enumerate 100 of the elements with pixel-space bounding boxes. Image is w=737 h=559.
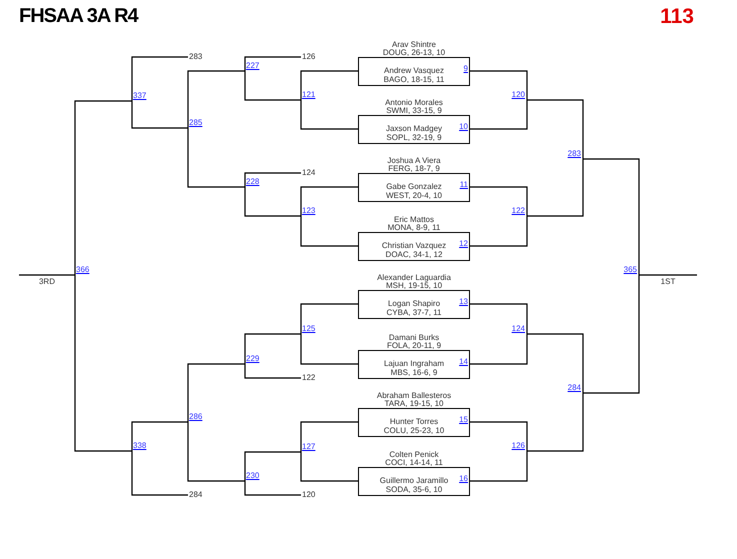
- bracket-line: [300, 452, 358, 482]
- team-record: SWMI, 33-15, 9: [386, 106, 442, 115]
- bracket-line: [74, 100, 132, 275]
- bracket-line: [244, 481, 301, 496]
- team-record: CYBA, 37-7, 11: [386, 308, 442, 317]
- bracket-line: [131, 101, 188, 129]
- wrestler-name: Antonio Morales: [385, 98, 443, 107]
- bracket-line: [244, 364, 301, 379]
- team-record: FOLA, 20-11, 9: [386, 341, 442, 350]
- wrestler-name: Gabe Gonzalez: [386, 182, 442, 191]
- bout-number: 228: [246, 177, 260, 186]
- bout-number: 126: [512, 441, 525, 450]
- bout-number: 125: [302, 324, 316, 333]
- wrestler-name: Abraham Ballesteros: [376, 391, 452, 400]
- bout-number: 230: [246, 471, 260, 480]
- bracket-line: [470, 70, 528, 100]
- bout-number: 284: [568, 383, 581, 392]
- bracket-line: [244, 172, 301, 187]
- wrestler-name: Logan Shapiro: [388, 299, 440, 308]
- team-record: TARA, 19-15, 10: [384, 399, 444, 408]
- bracket-line: [300, 334, 358, 365]
- wrestler-name: Jaxson Madgey: [386, 124, 442, 133]
- bout-number: 366: [76, 265, 90, 274]
- wrestler-name: Guillermo Jaramillo: [380, 476, 448, 485]
- bout-number: 11: [460, 180, 468, 189]
- bracket-line: [470, 216, 528, 247]
- bracket-line: [244, 71, 301, 101]
- bout-number: 14: [459, 357, 468, 366]
- wrestler-name: Joshua A Viera: [387, 156, 441, 165]
- bracket-line: [300, 303, 358, 334]
- wrestler-name: Hunter Torres: [390, 417, 438, 426]
- wrestler-name: Lajuan Ingraham: [384, 359, 444, 368]
- bracket-line: [527, 99, 584, 159]
- bracket-line: [300, 216, 358, 247]
- wrestler-name: Arav Shintre: [392, 40, 436, 49]
- bracket-line: [470, 451, 528, 482]
- bracket-line: [18, 274, 75, 276]
- bout-number: 121: [302, 90, 316, 99]
- bracket-line: [470, 334, 528, 365]
- team-record: COLU, 25-23, 10: [384, 426, 444, 435]
- bout-number: 338: [133, 441, 146, 450]
- bout-number: 285: [189, 118, 202, 127]
- wrestler-name: Colten Penick: [389, 450, 439, 459]
- source-bout-number: 284: [189, 490, 202, 499]
- bracket-line: [300, 421, 358, 452]
- team-record: MBS, 16-6, 9: [390, 368, 438, 377]
- source-bout-number: 122: [302, 373, 316, 382]
- team-record: SOPL, 32-19, 9: [386, 133, 442, 142]
- bracket-line: [470, 100, 528, 130]
- bracket-line: [187, 128, 245, 188]
- team-record: COCI, 14-14, 11: [385, 458, 443, 467]
- source-bout-number: 126: [302, 52, 316, 61]
- team-record: FERG, 18-7, 9: [388, 164, 440, 173]
- wrestler-name: Andrew Vasquez: [384, 66, 444, 75]
- team-record: SODA, 35-6, 10: [386, 485, 442, 494]
- wrestler-name: Christian Vazquez: [382, 241, 446, 250]
- bracket-line: [300, 70, 358, 100]
- bracket-line: [583, 158, 640, 275]
- bracket-line: [131, 421, 188, 451]
- bracket-line: [527, 159, 584, 217]
- bracket-line: [187, 363, 245, 422]
- bracket-line: [470, 303, 528, 334]
- bracket-line: [244, 333, 301, 364]
- bracket-title: FHSAA 3A R4: [19, 5, 138, 28]
- team-record: MONA, 8-9, 11: [388, 223, 440, 232]
- bout-number: 124: [512, 324, 525, 333]
- bracket-line: [470, 421, 528, 451]
- bracket-line: [131, 56, 188, 101]
- bout-number: 120: [512, 90, 525, 99]
- bout-number: 12: [459, 239, 468, 248]
- bracket-line: [639, 274, 698, 276]
- bracket-line: [300, 100, 358, 130]
- bracket-line: [74, 275, 132, 452]
- bracket-line: [244, 56, 301, 71]
- placement-label: 3RD: [19, 277, 75, 286]
- bracket-line: [300, 186, 358, 216]
- bout-number: 10: [459, 122, 468, 131]
- team-record: BAGO, 18-15, 11: [384, 75, 444, 84]
- bout-number: 122: [512, 206, 525, 215]
- bout-number: 365: [624, 265, 637, 274]
- bracket-line: [527, 393, 584, 452]
- bout-number: 227: [246, 61, 260, 70]
- bracket-line: [187, 422, 245, 482]
- bout-number: 229: [246, 354, 260, 363]
- bracket-line: [244, 451, 301, 481]
- bracket-line: [131, 451, 188, 496]
- bout-number: 9: [464, 64, 468, 73]
- team-record: DOUG, 26-13, 10: [382, 48, 446, 57]
- bout-number: 123: [302, 206, 316, 215]
- team-record: DOAC, 34-1, 12: [386, 250, 442, 259]
- bracket-line: [187, 70, 245, 128]
- bracket-line: [470, 186, 528, 216]
- placement-label: 1ST: [639, 277, 697, 286]
- bracket-line: [527, 333, 584, 393]
- bout-number: 127: [302, 442, 316, 451]
- team-record: WEST, 20-4, 10: [386, 191, 442, 200]
- wrestler-name: Alexander Laguardia: [377, 273, 451, 282]
- wrestler-name: Damani Burks: [388, 333, 440, 342]
- team-record: MSH, 19-15, 10: [386, 281, 442, 290]
- source-bout-number: 124: [302, 168, 316, 177]
